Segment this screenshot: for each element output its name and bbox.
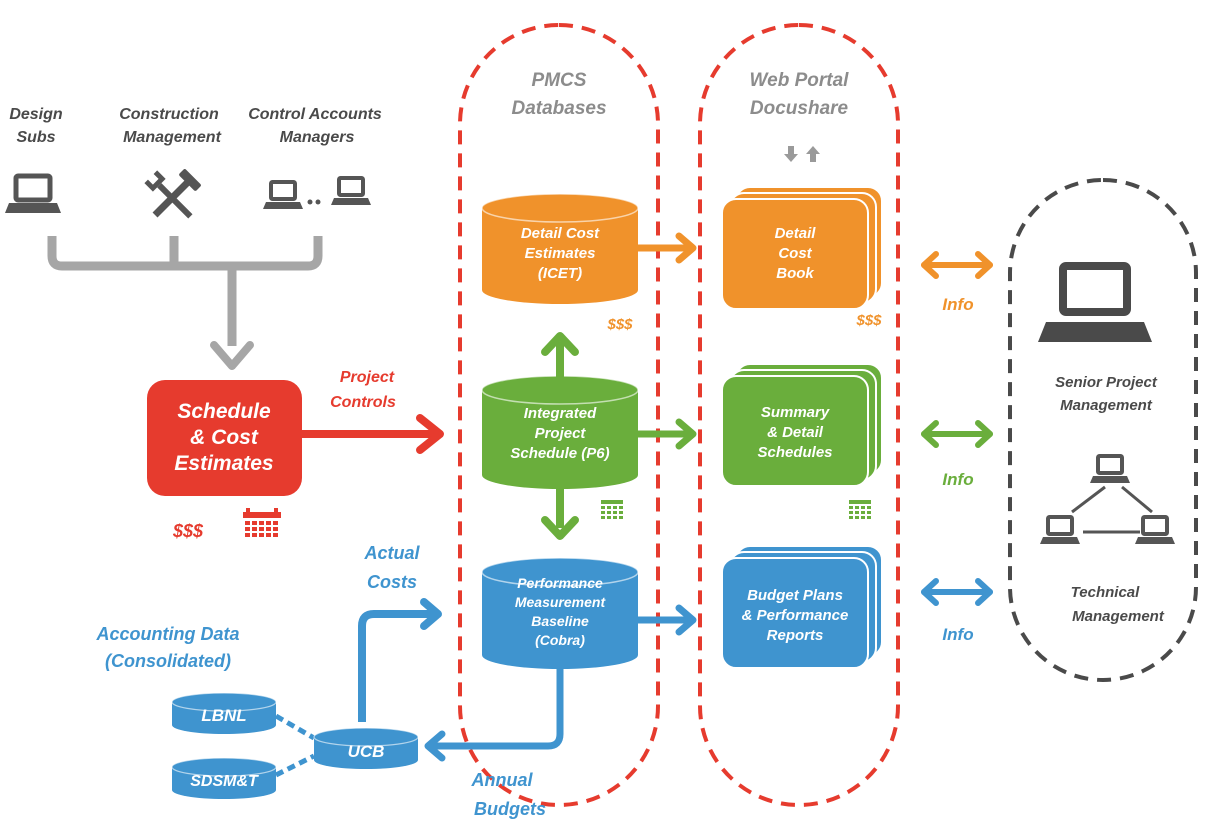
dce-label-2: Estimates [525, 245, 596, 262]
dcb-dollars: $$$ [855, 312, 882, 329]
sdsmt-label: SDSM&T [190, 773, 259, 790]
info-label-1: Info [942, 295, 973, 314]
ips-label-3: Schedule (P6) [510, 445, 609, 462]
schedule-cost-title-2: & Cost [190, 426, 259, 449]
sds-label-2: & Detail [767, 424, 824, 441]
technical-laptop-icon-2 [1038, 515, 1082, 546]
sdsmt-ucb-link [274, 753, 316, 778]
design-subs-laptop-icon [5, 176, 61, 213]
info-double-arrow-blue [921, 578, 993, 606]
tools-icon [144, 169, 201, 219]
ips-calendar-icon [601, 500, 623, 519]
schedule-cost-box [147, 380, 302, 496]
pmb-db [481, 557, 639, 669]
project-controls-label-1: Project [340, 369, 395, 386]
ips-label-1: Integrated [524, 405, 597, 422]
link-dot [315, 199, 321, 205]
actual-costs-label-1: Actual [363, 543, 420, 563]
info-double-arrow-orange [921, 251, 993, 279]
senior-mgmt-label-1: Senior Project [1055, 374, 1158, 391]
calendar-icon [243, 508, 281, 537]
ucb-db [313, 727, 419, 769]
senior-mgmt-label-2: Management [1060, 397, 1153, 414]
schedule-cost-title-1: Schedule [177, 400, 271, 423]
project-controls-arrowhead [416, 414, 444, 454]
dcb-label-1: Detail [775, 225, 817, 242]
lbnl-label: LBNL [201, 706, 246, 725]
br-label-3: Reports [767, 627, 824, 644]
schedule-cost-title-3: Estimates [174, 452, 273, 475]
actual-costs-arrowhead [420, 598, 442, 630]
sds-label-3: Schedules [757, 444, 832, 461]
annual-budgets-connector [430, 668, 564, 750]
pmb-label-2: Measurement [515, 594, 607, 610]
portal-title-line2: Docushare [750, 98, 849, 119]
pmb-label-3: Baseline [531, 613, 589, 629]
info-label-3: Info [942, 625, 973, 644]
actual-costs-connector [358, 610, 436, 722]
detail-cost-book-stack [721, 186, 883, 310]
sources-connector [47, 236, 323, 346]
dce-label-3: (ICET) [538, 265, 582, 282]
management-container [1008, 178, 1198, 682]
pmb-label-4: (Cobra) [535, 632, 585, 648]
schedule-to-portal-arrowhead [675, 418, 697, 450]
actual-costs-label-2: Costs [367, 572, 417, 592]
accounting-title-1: Accounting Data [95, 624, 239, 644]
budget-reports-stack [721, 545, 883, 669]
cost-to-portal-arrowhead [675, 232, 697, 264]
cam-label-1: Control Accounts [248, 106, 382, 123]
summary-schedules-stack [721, 363, 883, 487]
info-double-arrow-green [921, 420, 993, 448]
cam-laptop-icon-2 [329, 176, 373, 207]
ips-down-arrowhead [541, 516, 579, 540]
dce-dollars: $$$ [606, 316, 633, 333]
project-controls-label-2: Controls [330, 394, 396, 411]
detail-cost-estimates-db [481, 193, 639, 304]
accounting-title-2: (Consolidated) [105, 651, 231, 671]
lbnl-db [171, 692, 277, 734]
design-subs-label-1: Design [9, 106, 63, 123]
pmcs-title-line1: PMCS [532, 70, 587, 91]
ucb-label: UCB [348, 742, 385, 761]
sdsmt-db [171, 757, 277, 799]
ips-up-arrowhead [541, 332, 579, 356]
ips-label-2: Project [535, 425, 587, 442]
pmcs-databases-container [458, 23, 660, 807]
network-link [1071, 485, 1153, 534]
construction-mgmt-label-2: Management [123, 129, 221, 146]
pmcs-title-line2: Databases [511, 98, 606, 119]
dcb-label-3: Book [776, 265, 814, 282]
technical-mgmt-label-2: Management [1072, 608, 1165, 625]
integrated-schedule-db [481, 375, 639, 489]
cam-label-2: Managers [280, 129, 355, 146]
sds-label-1: Summary [761, 404, 830, 421]
info-label-2: Info [942, 470, 973, 489]
senior-management-laptop-icon [1038, 262, 1152, 342]
cam-laptop-icon-1 [261, 180, 305, 211]
dce-label-1: Detail Cost [521, 225, 600, 242]
annual-budgets-label-2: Budgets [474, 799, 546, 819]
portal-title-line1: Web Portal [750, 70, 850, 91]
annual-budgets-arrowhead [424, 730, 446, 762]
annual-budgets-label-1: Annual [471, 770, 534, 790]
download-upload-icon [784, 146, 820, 162]
sds-calendar-icon [849, 500, 871, 519]
br-label-1: Budget Plans [747, 587, 843, 604]
pmb-to-portal-arrowhead [675, 604, 697, 636]
lbnl-ucb-link [274, 713, 316, 741]
dcb-label-2: Cost [778, 245, 812, 262]
design-subs-label-2: Subs [16, 129, 55, 146]
pmb-label-1: Performance [517, 575, 603, 591]
schedule-cost-dollars: $$$ [172, 521, 204, 541]
br-label-2: & Performance [742, 607, 849, 624]
link-dot [307, 199, 313, 205]
technical-laptop-icon-1 [1088, 454, 1132, 485]
web-portal-container [698, 23, 900, 807]
sources-arrowhead [210, 341, 254, 370]
technical-mgmt-label-1: Technical [1071, 584, 1140, 601]
technical-laptop-icon-3 [1133, 515, 1177, 546]
construction-mgmt-label-1: Construction [119, 106, 219, 123]
